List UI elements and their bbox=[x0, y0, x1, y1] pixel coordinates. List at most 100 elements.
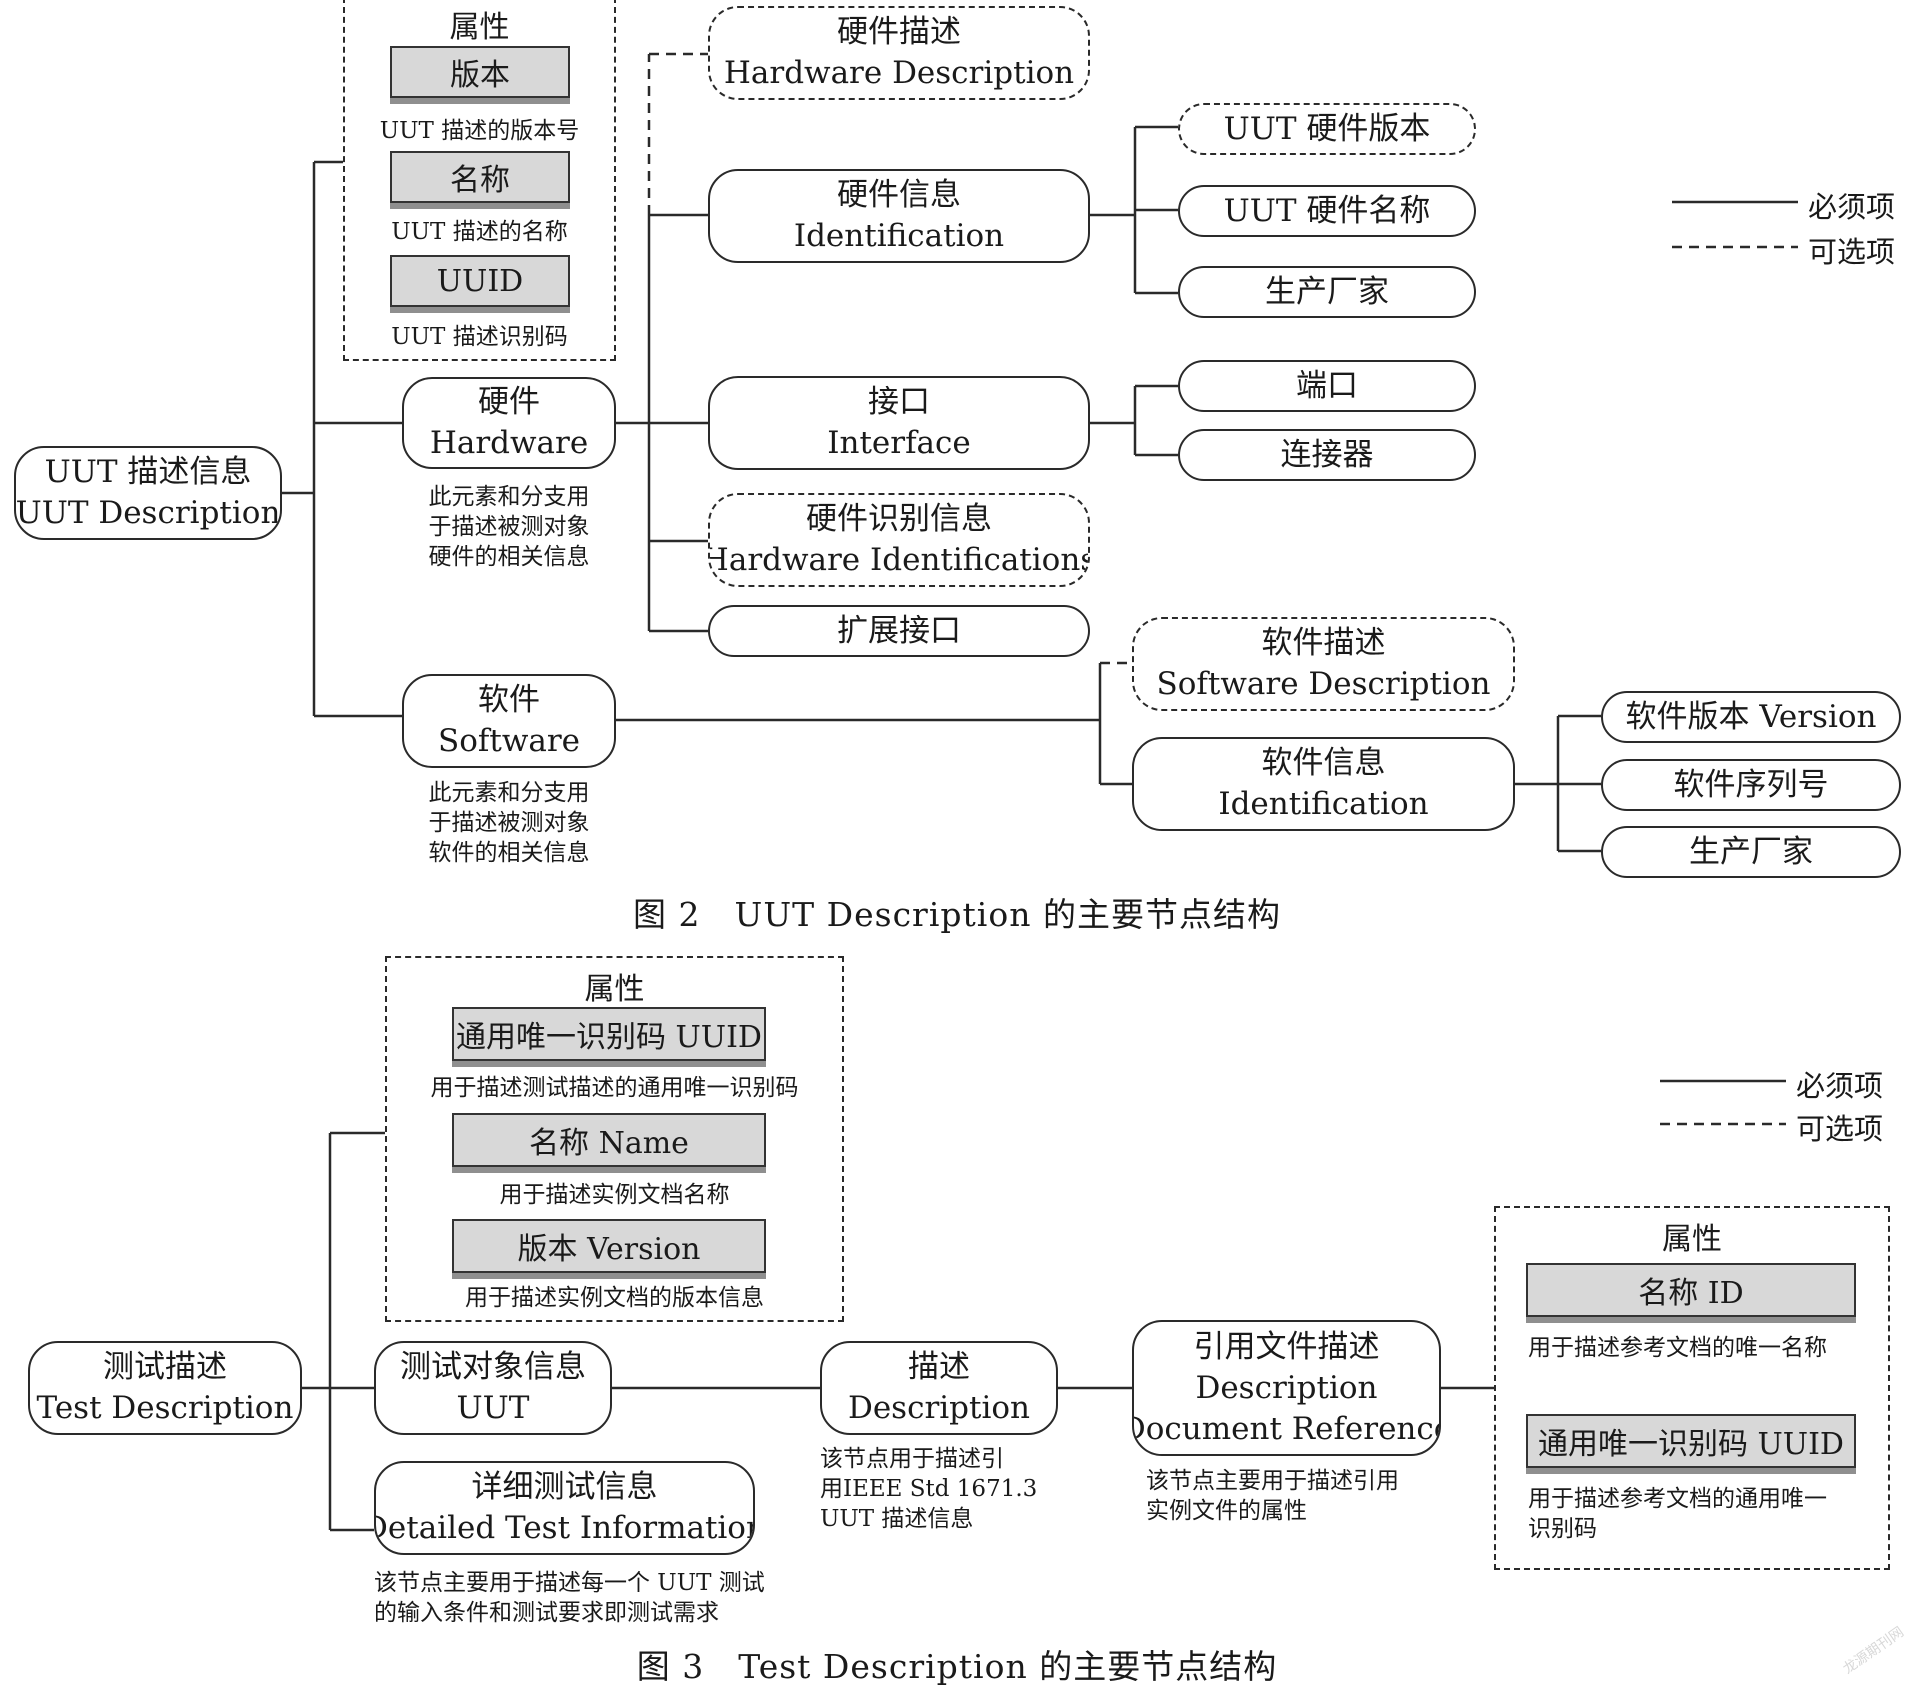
node-label-zh: 软件 bbox=[478, 682, 540, 718]
interface-node: 接口 Interface bbox=[708, 376, 1090, 470]
hardware-node: 硬件 Hardware bbox=[402, 377, 616, 469]
fig3-attribute-group bbox=[385, 956, 844, 1322]
attr-version-box: 版本 bbox=[390, 46, 570, 98]
node-label-en: UUT Description bbox=[15, 495, 281, 531]
fig2-attribute-group bbox=[343, 0, 616, 361]
note-line: 用于描述参考文档的唯一名称 bbox=[1528, 1335, 1827, 1361]
detailed-test-info-node: 详细测试信息 Detailed Test Information bbox=[374, 1461, 755, 1555]
note-line: 硬件的相关信息 bbox=[428, 544, 590, 570]
node-label: 生产厂家 bbox=[1265, 273, 1389, 310]
attr-version-box: 版本 Version bbox=[452, 1219, 766, 1273]
node-label-en: Hardware Description bbox=[723, 55, 1075, 91]
detailed-test-note: 该节点主要用于描述每一个 UUT 测试 的输入条件和测试要求即测试需求 bbox=[374, 1568, 765, 1628]
node-label: UUT 硬件版本 bbox=[1223, 110, 1431, 147]
reference-attribute-title: 属性 bbox=[1662, 1222, 1722, 1257]
software-description-node: 软件描述 Software Description bbox=[1132, 617, 1515, 711]
attr-desc: 用于描述参考文档的唯一名称 bbox=[1528, 1333, 1827, 1363]
legend-optional: 可选项 bbox=[1808, 235, 1896, 269]
node-label-en: Identification bbox=[793, 218, 1005, 254]
attr-name-box: 名称 bbox=[390, 151, 570, 203]
attr-label: 通用唯一识别码 UUID bbox=[1537, 1427, 1844, 1462]
node-label-zh: UUT 描述信息 bbox=[44, 454, 252, 490]
note-line: 用IEEE Std 1671.3 bbox=[820, 1476, 1038, 1502]
node-label: 软件版本 Version bbox=[1625, 698, 1877, 735]
extension-interface-node: 扩展接口 bbox=[708, 605, 1090, 657]
attr-name-box: 名称 Name bbox=[452, 1113, 766, 1167]
note-line: UUT 描述信息 bbox=[820, 1506, 974, 1532]
node-label: 端口 bbox=[1296, 367, 1358, 404]
attr-desc: UUT 描述的版本号 bbox=[379, 118, 580, 144]
node-label-en: Document Reference bbox=[1132, 1410, 1441, 1447]
node-label-zh: 硬件信息 bbox=[837, 177, 961, 213]
software-node: 软件 Software bbox=[402, 674, 616, 768]
node-label-zh: 硬件识别信息 bbox=[806, 501, 992, 537]
uut-description-root-node: UUT 描述信息 UUT Description bbox=[14, 446, 282, 540]
attr-desc: 用于描述测试描述的通用唯一识别码 bbox=[430, 1075, 799, 1101]
note-line: 实例文件的属性 bbox=[1146, 1498, 1307, 1524]
attr-label: 名称 bbox=[450, 163, 510, 198]
description-node: 描述 Description bbox=[820, 1341, 1058, 1435]
attr-desc: UUT 描述识别码 bbox=[391, 324, 568, 350]
description-note: 该节点用于描述引 用IEEE Std 1671.3 UUT 描述信息 bbox=[820, 1444, 1037, 1534]
node-label-zh: 详细测试信息 bbox=[471, 1469, 658, 1505]
node-label-zh: 硬件 bbox=[478, 384, 540, 420]
reference-attribute-group bbox=[1494, 1206, 1890, 1570]
note-line: 用于描述参考文档的通用唯一 bbox=[1528, 1486, 1827, 1512]
attr-label: 名称 ID bbox=[1638, 1276, 1744, 1311]
attr-label: 通用唯一识别码 UUID bbox=[455, 1020, 762, 1055]
attr-label: 名称 Name bbox=[529, 1126, 689, 1161]
hardware-description-node: 硬件描述 Hardware Description bbox=[708, 6, 1090, 100]
figure-2-caption: 图 2 UUT Description 的主要节点结构 bbox=[633, 895, 1281, 934]
attr-desc: UUT 描述的名称 bbox=[391, 219, 568, 245]
legend-required: 必须项 bbox=[1808, 190, 1896, 224]
node-label: 生产厂家 bbox=[1689, 833, 1813, 870]
document-reference-node: 引用文件描述 Description Document Reference bbox=[1132, 1320, 1441, 1456]
node-label-en: Identification bbox=[1218, 786, 1429, 822]
node-label-en: Test Description bbox=[36, 1390, 294, 1426]
fig2-attribute-title: 属性 bbox=[449, 10, 510, 45]
uut-hardware-version-node: UUT 硬件版本 bbox=[1178, 103, 1476, 155]
document-reference-note: 该节点主要用于描述引用 实例文件的属性 bbox=[1146, 1466, 1399, 1526]
fig3-attribute-title: 属性 bbox=[584, 972, 645, 1007]
software-serial-node: 软件序列号 bbox=[1601, 759, 1901, 811]
attr-uuid-box: UUID bbox=[390, 255, 570, 307]
software-note: 此元素和分支用 于描述被测对象 软件的相关信息 bbox=[402, 778, 616, 868]
figure-3-caption: 图 3 Test Description 的主要节点结构 bbox=[636, 1647, 1278, 1686]
hardware-note: 此元素和分支用 于描述被测对象 硬件的相关信息 bbox=[402, 482, 616, 572]
node-label-zh: 测试对象信息 bbox=[400, 1349, 586, 1385]
port-node: 端口 bbox=[1178, 360, 1476, 412]
node-label-en: Detailed Test Information bbox=[374, 1510, 755, 1546]
node-label-zh: 软件信息 bbox=[1261, 745, 1386, 781]
node-label-zh: 描述 bbox=[908, 1349, 970, 1385]
note-line: 该节点用于描述引 bbox=[820, 1446, 1004, 1472]
attr-label: 版本 bbox=[450, 58, 510, 93]
note-line: 该节点主要用于描述每一个 UUT 测试 bbox=[374, 1570, 765, 1596]
node-label-en: Description bbox=[1195, 1369, 1378, 1406]
note-line: 于描述被测对象 bbox=[428, 810, 590, 836]
note-line: 于描述被测对象 bbox=[428, 514, 590, 540]
note-line: 此元素和分支用 bbox=[428, 484, 590, 510]
node-label-en: Software bbox=[437, 723, 580, 759]
legend-required: 必须项 bbox=[1796, 1069, 1884, 1103]
node-label-zh: 硬件描述 bbox=[837, 14, 961, 50]
hardware-manufacturer-node: 生产厂家 bbox=[1178, 266, 1476, 318]
software-identification-node: 软件信息 Identification bbox=[1132, 737, 1515, 831]
note-line: 的输入条件和测试要求即测试需求 bbox=[374, 1600, 719, 1626]
legend-optional: 可选项 bbox=[1796, 1112, 1884, 1146]
node-label: UUT 硬件名称 bbox=[1223, 192, 1431, 229]
hardware-identification-node: 硬件信息 Identification bbox=[708, 169, 1090, 263]
node-label-zh: 测试描述 bbox=[103, 1349, 227, 1385]
attr-uuid-box: 通用唯一识别码 UUID bbox=[452, 1007, 766, 1061]
attr-label: UUID bbox=[436, 263, 524, 299]
node-label: 扩展接口 bbox=[837, 612, 961, 649]
attr-desc: 用于描述参考文档的通用唯一 识别码 bbox=[1528, 1484, 1827, 1544]
node-label-en: UUT bbox=[456, 1390, 530, 1426]
software-manufacturer-node: 生产厂家 bbox=[1601, 826, 1901, 878]
node-label: 软件序列号 bbox=[1673, 766, 1829, 803]
note-line: 软件的相关信息 bbox=[428, 840, 590, 866]
node-label-en: Interface bbox=[827, 425, 971, 461]
uut-hardware-name-node: UUT 硬件名称 bbox=[1178, 185, 1476, 237]
note-line: 该节点主要用于描述引用 bbox=[1146, 1468, 1399, 1494]
